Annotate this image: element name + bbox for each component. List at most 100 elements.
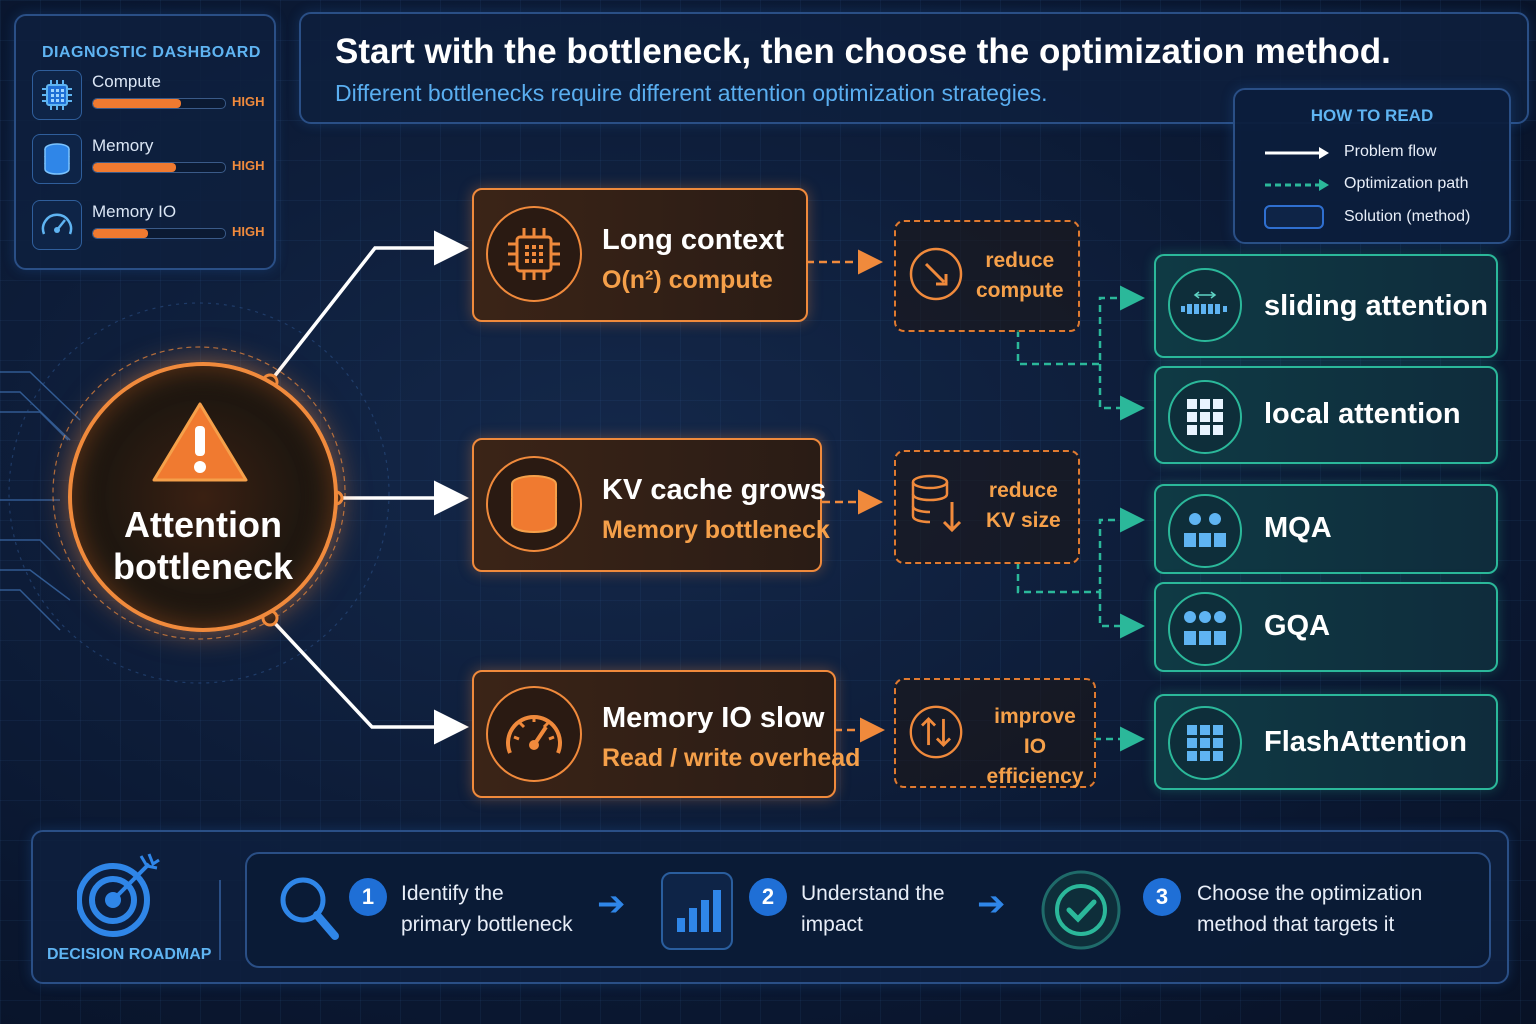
step-number: 3 [1143,878,1181,916]
cpu-icon [32,70,82,120]
solution-gqa[interactable]: GQA [1154,582,1498,672]
reduce-label: improve IO efficiency [976,702,1094,792]
problem-subtitle: Read / write overhead [602,744,861,772]
improve-io-box: improve IO efficiency [894,678,1096,788]
problem-subtitle: O(n²) compute [602,266,773,294]
step-text-line2: impact [801,913,863,936]
database-icon [32,134,82,184]
diagnostic-level: HIGH [232,224,265,239]
legend-symbols [1264,147,1329,229]
diagnostic-bar-fill [93,229,149,238]
problem-box-memory-io[interactable]: Memory IO slow Read / write overhead [472,670,860,798]
diagnostic-bar [92,98,226,109]
step-text: Understand the impact [801,878,945,940]
step-text-line2: primary bottleneck [401,913,573,936]
diagnostic-title: DIAGNOSTIC DASHBOARD [42,44,261,61]
reduce-label-line1: reduce [985,249,1055,272]
solution-label: local attention [1264,398,1461,430]
problem-title: Memory IO slow [602,702,825,734]
grid-icon [1168,706,1242,780]
warning-icon [152,402,248,482]
check-circle-icon [1041,870,1121,950]
diagnostic-row-memory-io: Memory IO HIGH [32,200,268,256]
reduce-label-line2: IO efficiency [986,735,1084,788]
mqa-icon [1168,494,1242,568]
solution-label: MQA [1264,512,1332,544]
hub-label: Attention bottleneck [72,504,334,588]
diagnostic-bar-fill [93,99,182,108]
solution-local-attention[interactable]: local attention [1154,366,1498,464]
diagnostic-level: HIGH [232,158,265,173]
step-text: Identify the primary bottleneck [401,878,573,940]
gauge-icon [486,686,582,782]
grid-icon [1168,380,1242,454]
sliding-window-icon [1168,268,1242,342]
diagnostic-bar-fill [93,163,177,172]
database-icon [486,456,582,552]
legend-panel: HOW TO READ Problem flow Optimization pa… [1233,88,1511,244]
diagnostic-name: Memory [92,136,154,155]
diagnostic-row-compute: Compute HIGH [32,70,268,126]
attention-bottleneck-hub: Attention bottleneck [68,362,338,632]
legend-title: HOW TO READ [1310,106,1434,125]
magnifier-icon [280,877,339,940]
page-title: Start with the bottleneck, then choose t… [335,32,1391,71]
solution-label: FlashAttention [1264,726,1467,758]
solution-sliding-attention[interactable]: sliding attention [1154,254,1498,358]
roadmap-label: DECISION ROADMAP [47,946,212,963]
page-subtitle: Different bottlenecks require different … [335,80,1048,106]
reduce-label-line2: compute [976,279,1064,302]
diagnostic-dashboard: DIAGNOSTIC DASHBOARD Compute HIGH Memory… [14,14,276,270]
legend-item-optimization-path: Optimization path [1344,175,1469,192]
gauge-icon [32,200,82,250]
hub-label-line1: Attention [124,504,282,545]
reduce-label-line1: reduce [988,479,1058,502]
reduce-kv-size-box: reduce KV size [894,450,1080,564]
step-number: 2 [749,878,787,916]
cpu-icon [486,206,582,302]
legend-item-problem-flow: Problem flow [1344,143,1437,160]
step-number: 1 [349,878,387,916]
roadmap-divider [219,880,221,960]
problem-box-kv-cache[interactable]: KV cache grows Memory bottleneck [472,438,830,572]
problem-subtitle: Memory bottleneck [602,516,830,544]
hub-dashed-ring [52,346,346,640]
solution-flashattention[interactable]: FlashAttention [1154,694,1498,790]
problem-title: Long context [602,224,785,256]
problem-box-long-context[interactable]: Long context O(n²) compute [472,188,808,322]
legend-item-solution: Solution (method) [1344,208,1471,225]
gqa-icon [1168,592,1242,666]
diagnostic-bar [92,162,226,173]
step-text-line1: Identify the [401,882,504,905]
problem-title: KV cache grows [602,474,827,506]
bar-chart-icon [661,872,733,950]
hub-label-line2: bottleneck [112,546,294,587]
flow-arrow-1 [268,230,469,384]
solution-label: GQA [1264,610,1331,642]
flow-arrow-3 [268,616,469,745]
decision-roadmap-panel: DECISION ROADMAP 1 Identify the primary … [31,830,1509,984]
arrow-right-icon: ➔ [977,885,1006,923]
reduce-label: reduce KV size [986,476,1061,536]
reduce-compute-box: reduce compute [894,220,1080,332]
reduce-label: reduce compute [976,246,1064,306]
diagnostic-level: HIGH [232,94,265,109]
diagnostic-row-memory: Memory HIGH [32,134,268,190]
database-down-icon [908,474,964,533]
diagnostic-bar [92,228,226,239]
step-text-line1: Understand the [801,882,945,905]
diagnostic-name: Memory IO [92,202,177,221]
reduce-arrow-icon [908,246,964,302]
solution-label: sliding attention [1264,290,1488,322]
step-text-line1: Choose the optimization [1197,882,1423,905]
solution-mqa[interactable]: MQA [1154,484,1498,574]
step-text: Choose the optimization method that targ… [1197,878,1422,940]
swap-arrows-icon [908,704,964,760]
roadmap-steps: 1 Identify the primary bottleneck ➔ 2 Un… [245,852,1491,968]
step-text-line2: method that targets it [1197,913,1395,936]
reduce-label-line2: KV size [986,509,1061,532]
diagnostic-name: Compute [92,72,161,91]
reduce-label-line1: improve [994,705,1076,728]
target-icon [77,853,160,937]
